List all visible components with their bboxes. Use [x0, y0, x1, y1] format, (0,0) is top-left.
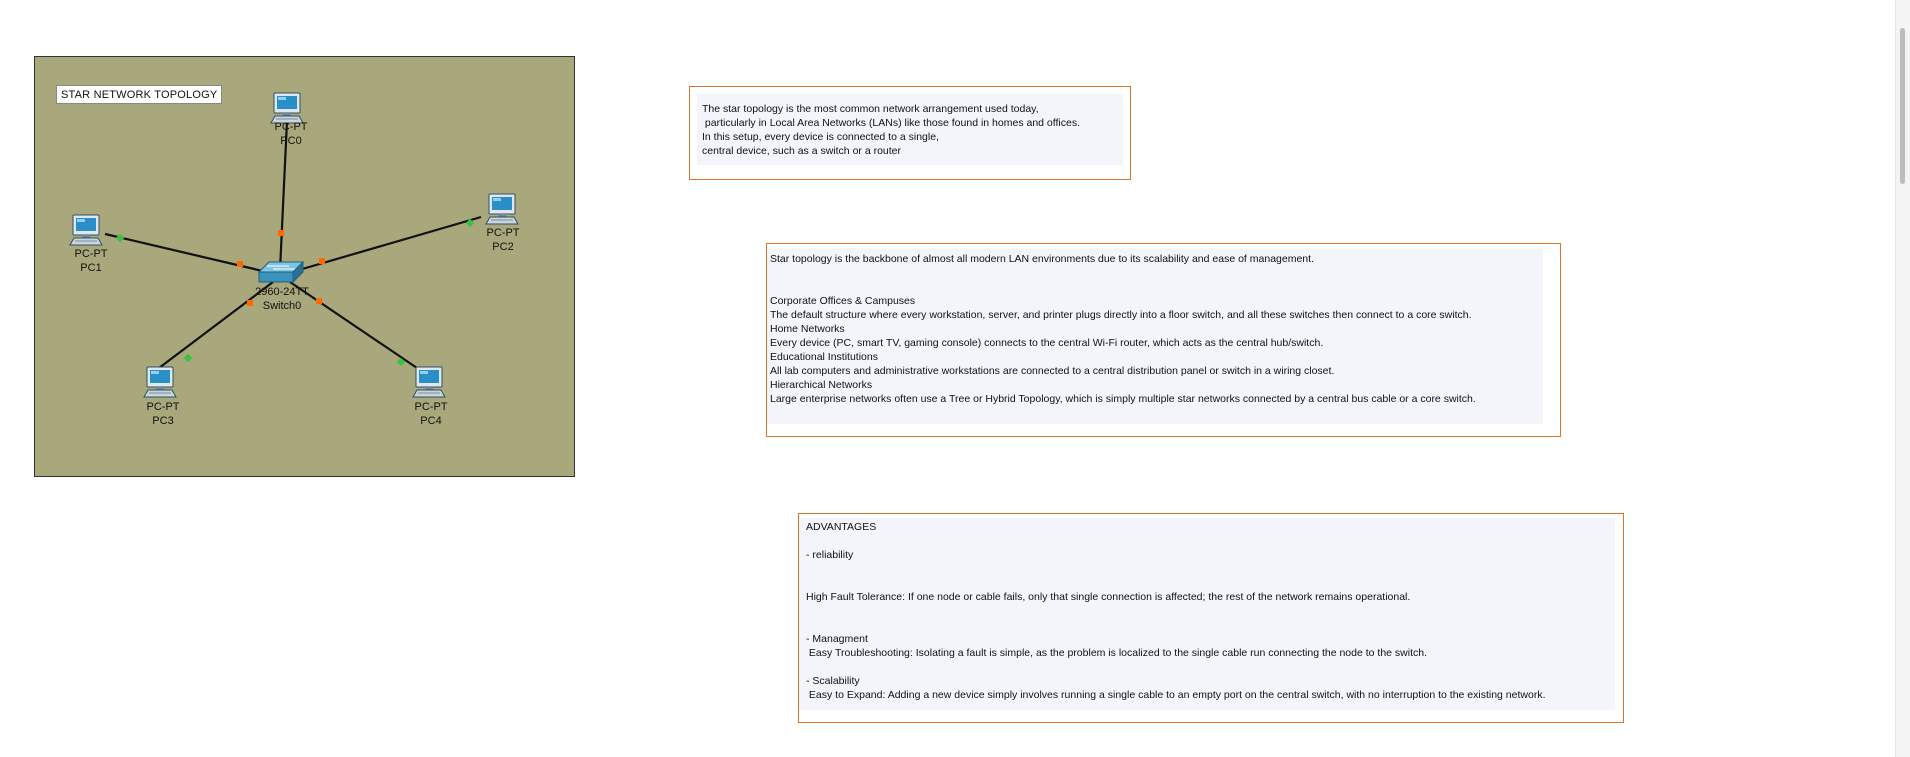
port-led-pc3	[183, 353, 193, 363]
device-type: PC-PT	[274, 121, 308, 133]
port-led-pc1	[115, 233, 125, 243]
link-pc0-switch[interactable]	[278, 120, 289, 271]
device-label-pc2: PC-PT PC2	[458, 226, 548, 254]
pc-icon[interactable]	[69, 214, 103, 246]
note-line: central device, such as a switch or a ro…	[702, 145, 902, 157]
note-line: Home Networks	[770, 323, 845, 335]
note-body	[697, 94, 1123, 165]
port-led-sw-pc4	[316, 298, 322, 304]
note-line: Easy to Expand: Adding a new device simp…	[806, 689, 1546, 701]
note-line: - reliability	[806, 549, 854, 561]
device-name: Switch0	[262, 300, 302, 312]
pc-icon[interactable]	[270, 92, 304, 124]
port-led-sw-pc0	[278, 230, 284, 236]
note-line: Large enterprise networks often use a Tr…	[770, 393, 1476, 405]
device-name: PC4	[420, 415, 442, 427]
pc-icon[interactable]	[143, 366, 177, 398]
device-label-pc1: PC-PT PC1	[46, 247, 136, 275]
link-pc4-switch[interactable]	[289, 281, 421, 371]
device-label-pc3: PC-PT PC3	[118, 400, 208, 428]
note-body	[799, 518, 1615, 710]
links	[104, 120, 482, 372]
note-line: particularly in Local Area Networks (LAN…	[702, 117, 1080, 129]
topology-canvas	[69, 92, 519, 398]
note-line: High Fault Tolerance: If one node or cab…	[806, 591, 1411, 603]
scrollbar-thumb[interactable]	[1900, 28, 1905, 184]
link-pc3-switch[interactable]	[154, 281, 274, 372]
port-led-sw-pc3	[247, 300, 253, 306]
note-line: Easy Troubleshooting: Isolating a fault …	[806, 647, 1428, 659]
note-line: In this setup, every device is connected…	[702, 131, 939, 143]
note-line: Hierarchical Networks	[770, 379, 873, 391]
device-label-switch0: 2960-24TT Switch0	[237, 285, 327, 313]
vertical-scrollbar[interactable]	[1895, 0, 1910, 757]
device-label-pc0: PC-PT PC0	[246, 120, 336, 148]
port-led-pc4	[396, 357, 406, 367]
device-name: PC1	[80, 262, 102, 274]
note-line: Star topology is the backbone of almost …	[770, 253, 1314, 265]
switch-icon[interactable]	[257, 260, 305, 284]
pc-icon[interactable]	[485, 193, 519, 225]
topology-cluster[interactable]: PC-PT PC0 PC-PT PC1 PC-PT PC2 PC-PT PC3 …	[34, 56, 575, 477]
device-name: PC0	[280, 135, 302, 147]
device-name: PC2	[492, 241, 514, 253]
device-type: PC-PT	[486, 227, 520, 239]
port-led-sw-pc1	[237, 261, 243, 267]
note-advantages[interactable]: ADVANTAGES - reliability High Fault Tole…	[798, 513, 1624, 723]
port-led-pc2	[465, 218, 475, 228]
pc-icon[interactable]	[412, 366, 446, 398]
note-intro[interactable]: The star topology is the most common net…	[689, 86, 1131, 180]
note-line: Corporate Offices & Campuses	[770, 295, 916, 307]
note-line: The star topology is the most common net…	[702, 103, 1039, 115]
note-line: Educational Institutions	[770, 351, 878, 363]
note-line: - Managment	[806, 633, 868, 645]
port-led-sw-pc2	[319, 258, 325, 264]
note-body	[767, 249, 1543, 424]
note-heading: ADVANTAGES	[806, 521, 877, 533]
device-type: PC-PT	[74, 248, 108, 260]
device-name: PC3	[152, 415, 174, 427]
device-model: 2960-24TT	[255, 286, 309, 298]
note-line: The default structure where every workst…	[770, 309, 1472, 321]
note-line: All lab computers and administrative wor…	[770, 365, 1335, 377]
note-line: Every device (PC, smart TV, gaming conso…	[770, 337, 1324, 349]
cluster-title-note[interactable]: STAR NETWORK TOPOLOGY	[56, 85, 223, 104]
note-uses[interactable]: Star topology is the backbone of almost …	[766, 243, 1561, 437]
device-type: PC-PT	[146, 401, 180, 413]
port-indicators	[115, 218, 475, 367]
device-label-pc4: PC-PT PC4	[386, 400, 476, 428]
note-line: - Scalability	[806, 675, 860, 687]
device-type: PC-PT	[414, 401, 448, 413]
